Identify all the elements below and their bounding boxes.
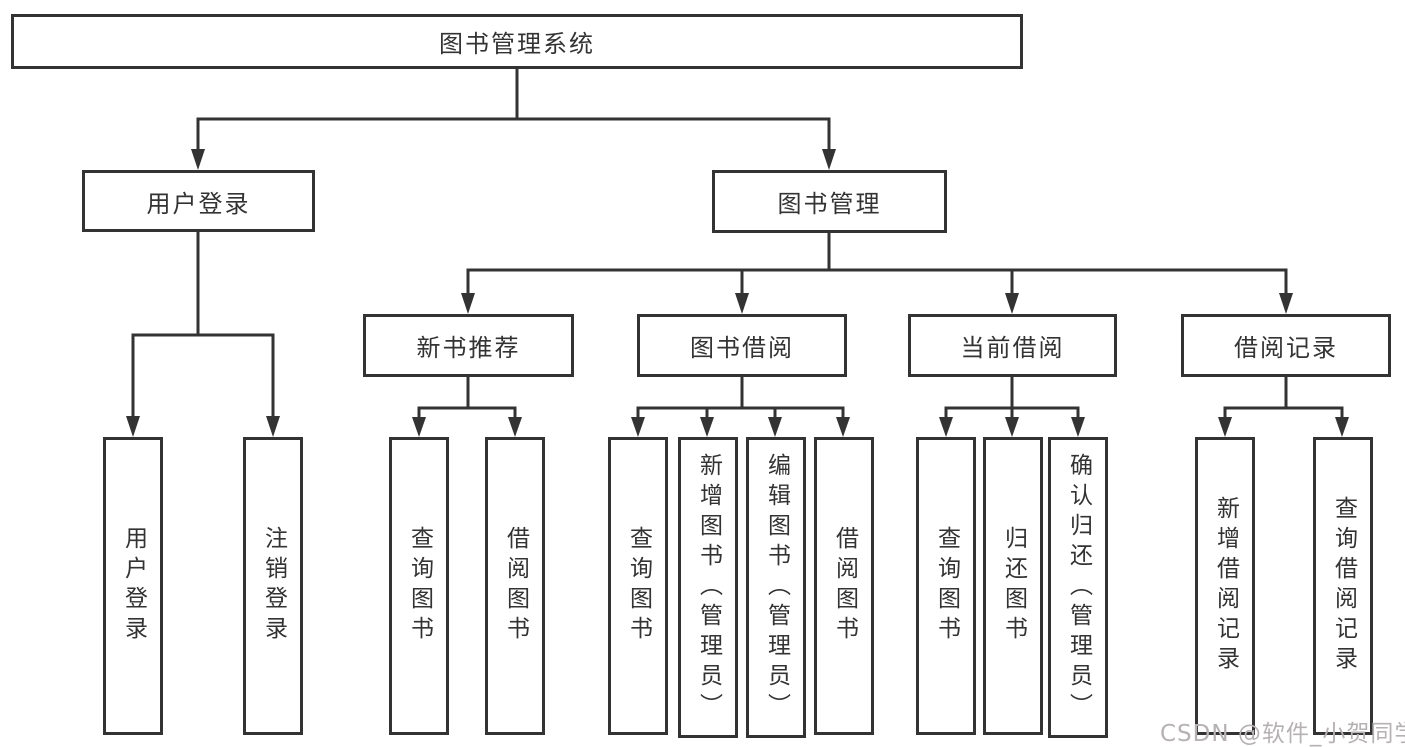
leaf-records-query-record: 查询借阅记录 bbox=[1313, 437, 1373, 735]
arrow-down-icon bbox=[631, 417, 645, 437]
arrow-down-icon bbox=[1279, 293, 1293, 314]
arrow-down-icon bbox=[266, 416, 280, 437]
arrow-down-icon bbox=[412, 417, 426, 437]
arrow-down-icon bbox=[836, 417, 850, 437]
leaf-borrow-borrow-books: 借阅图书 bbox=[814, 437, 874, 735]
node-label: 借阅图书 bbox=[502, 526, 529, 646]
arrow-down-icon bbox=[735, 293, 749, 314]
node-label: 新增图书（管理员） bbox=[695, 452, 722, 723]
node-label: 查询图书 bbox=[406, 526, 433, 646]
node-label: 图书管理系统 bbox=[439, 30, 595, 58]
node-current-borrow: 当前借阅 bbox=[908, 314, 1117, 377]
leaf-recommend-borrow-books: 借阅图书 bbox=[485, 437, 545, 735]
node-label: 借阅图书 bbox=[831, 526, 858, 646]
node-label: 归还图书 bbox=[1000, 526, 1027, 646]
leaf-current-query-books: 查询图书 bbox=[916, 437, 976, 735]
connector-book-management-children bbox=[466, 231, 1288, 296]
node-label: 新增借阅记录 bbox=[1212, 496, 1239, 676]
node-label: 查询图书 bbox=[933, 526, 960, 646]
arrow-down-icon bbox=[1218, 417, 1232, 437]
node-root-system: 图书管理系统 bbox=[11, 14, 1023, 69]
leaf-current-return-books: 归还图书 bbox=[983, 437, 1043, 735]
connector-records-children bbox=[1223, 375, 1344, 420]
arrowheads bbox=[126, 149, 1349, 437]
leaf-logout: 注销登录 bbox=[243, 437, 303, 735]
node-label: 图书借阅 bbox=[690, 334, 794, 362]
connector-recommend-children bbox=[417, 375, 517, 420]
node-label: 新书推荐 bbox=[416, 334, 521, 362]
arrow-down-icon bbox=[191, 149, 205, 170]
arrow-down-icon bbox=[700, 417, 714, 437]
node-label: 图书管理 bbox=[777, 190, 882, 218]
node-label: 编辑图书（管理员） bbox=[763, 452, 790, 723]
node-label: 用户登录 bbox=[120, 526, 147, 646]
node-borrow-records: 借阅记录 bbox=[1181, 314, 1391, 377]
arrow-down-icon bbox=[1005, 293, 1019, 314]
node-label: 用户登录 bbox=[146, 189, 251, 218]
leaf-records-add-record: 新增借阅记录 bbox=[1195, 437, 1255, 735]
connector-root-to-level2 bbox=[196, 67, 831, 153]
arrow-down-icon bbox=[461, 293, 475, 314]
leaf-user-login: 用户登录 bbox=[103, 437, 163, 735]
arrow-down-icon bbox=[822, 149, 836, 170]
arrow-down-icon bbox=[1335, 417, 1349, 437]
node-label: 注销登录 bbox=[260, 526, 287, 646]
node-label: 查询借阅记录 bbox=[1330, 496, 1357, 676]
arrow-down-icon bbox=[508, 417, 522, 437]
arrow-down-icon bbox=[768, 417, 782, 437]
connector-borrow-children bbox=[636, 375, 845, 420]
node-user-login: 用户登录 bbox=[82, 170, 315, 232]
arrow-down-icon bbox=[1005, 417, 1019, 437]
node-label: 当前借阅 bbox=[960, 334, 1065, 362]
arrow-down-icon bbox=[1071, 417, 1085, 437]
leaf-borrow-query-books: 查询图书 bbox=[608, 437, 668, 735]
leaf-current-confirm-return-admin: 确认归还（管理员） bbox=[1048, 437, 1108, 738]
node-label: 确认归还（管理员） bbox=[1065, 452, 1092, 723]
csdn-watermark: CSDN @软件_小贺同学 bbox=[1160, 721, 1405, 747]
node-label: 借阅记录 bbox=[1234, 334, 1338, 362]
node-book-borrow: 图书借阅 bbox=[637, 314, 847, 377]
arrow-down-icon bbox=[126, 416, 140, 437]
node-new-book-recommend: 新书推荐 bbox=[363, 314, 574, 377]
connector-user-login-children bbox=[131, 230, 275, 420]
connector-current-children bbox=[944, 375, 1080, 420]
node-label: 查询图书 bbox=[625, 526, 652, 646]
node-book-management: 图书管理 bbox=[712, 170, 947, 233]
leaf-borrow-edit-books-admin: 编辑图书（管理员） bbox=[746, 437, 806, 738]
arrow-down-icon bbox=[939, 417, 953, 437]
leaf-recommend-query-books: 查询图书 bbox=[389, 437, 449, 735]
leaf-borrow-add-books-admin: 新增图书（管理员） bbox=[678, 437, 738, 738]
